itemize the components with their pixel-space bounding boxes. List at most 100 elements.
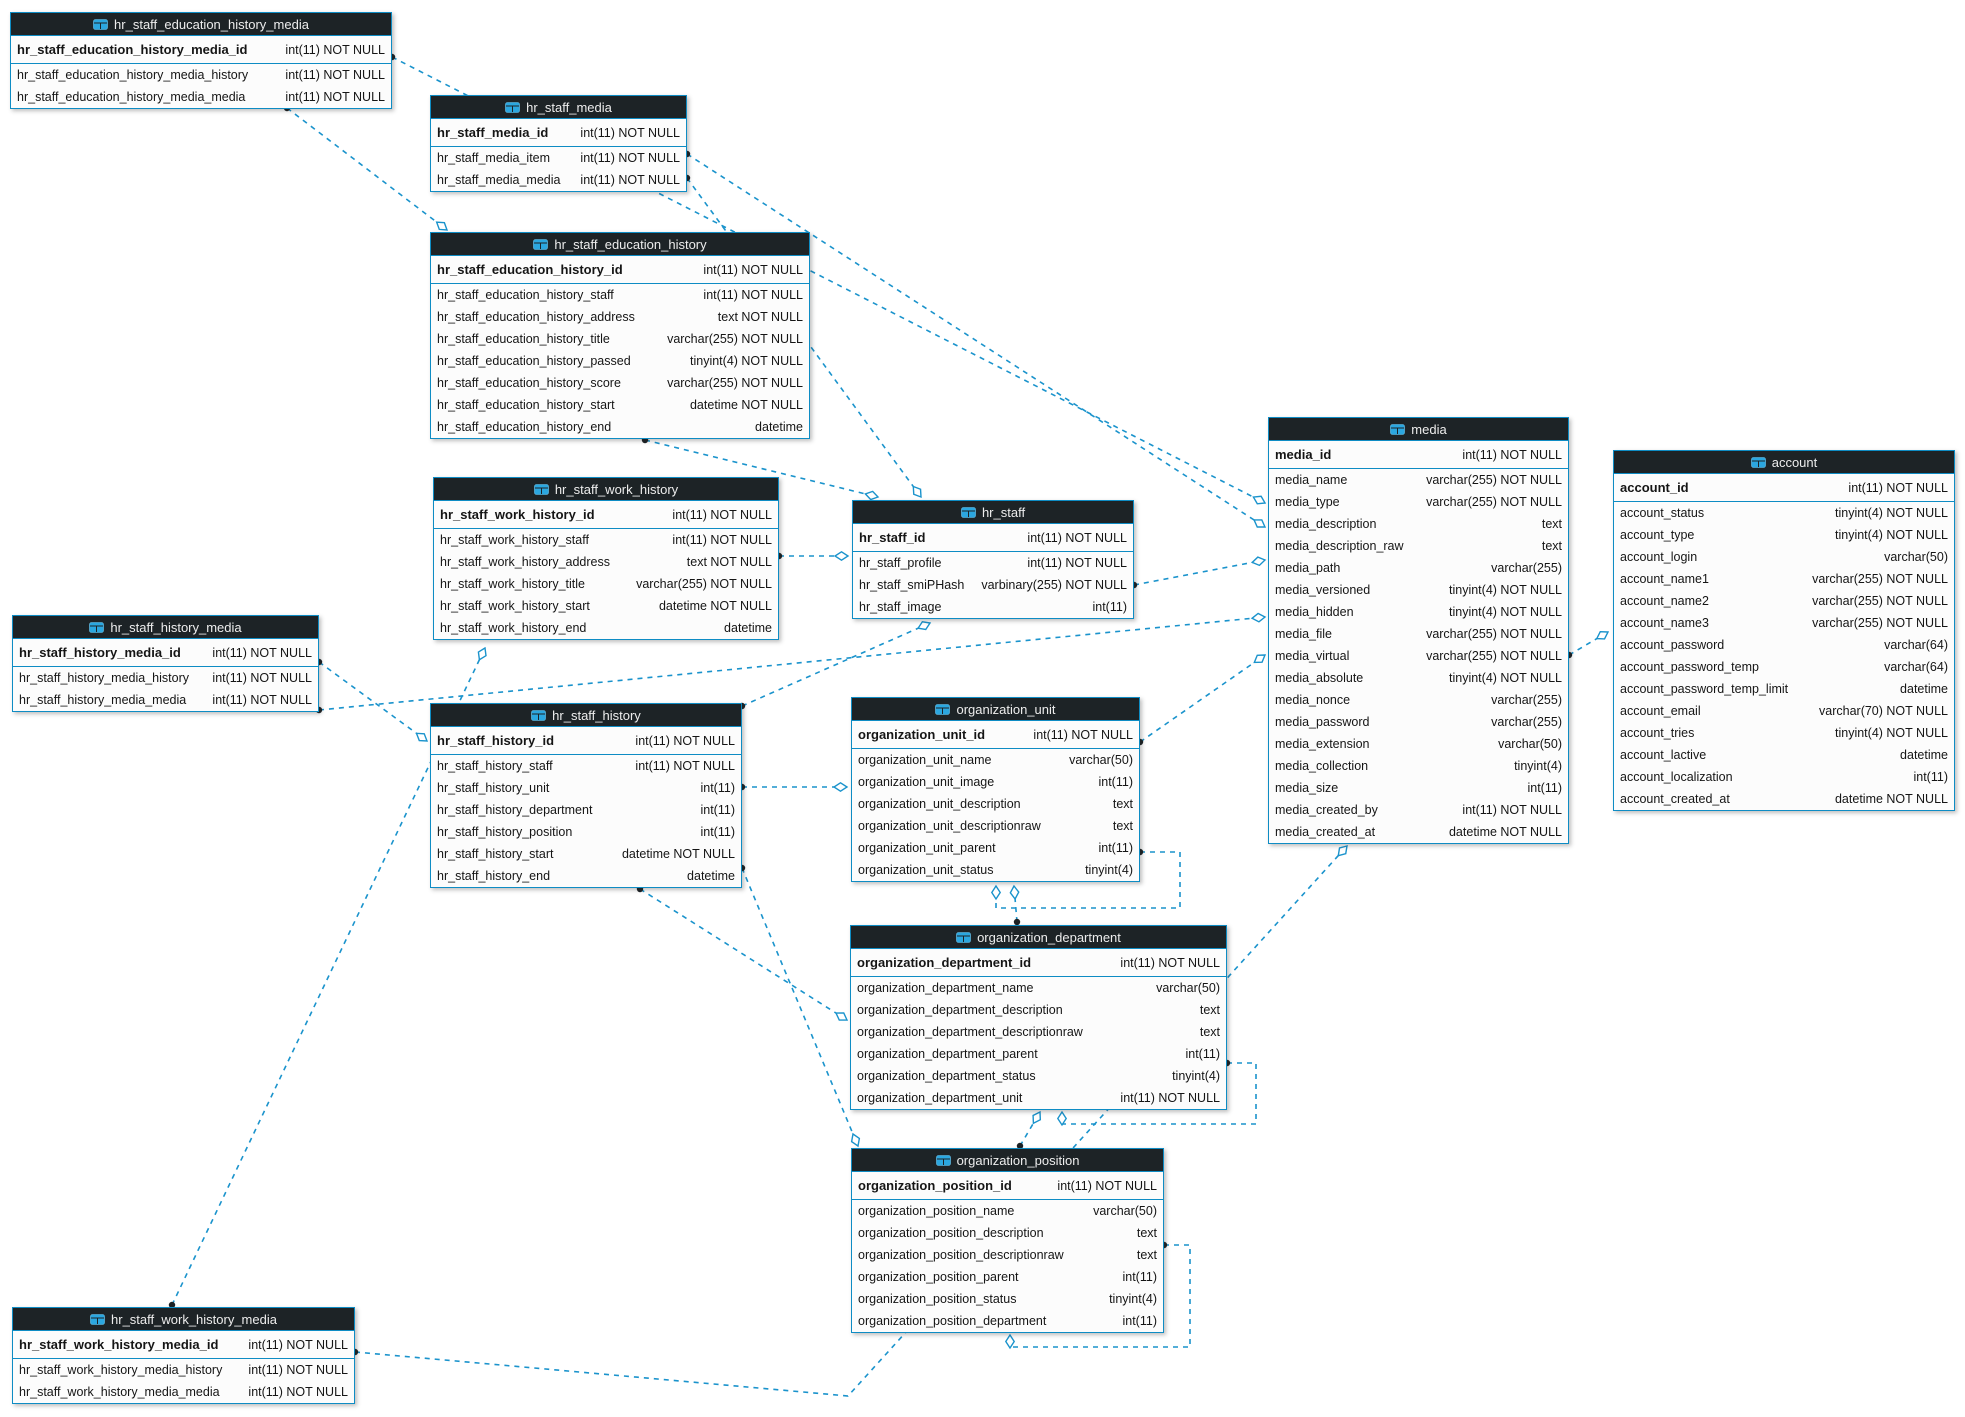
table-header[interactable]: hr_staff_media [431,96,686,119]
relationship-line[interactable] [1130,556,1267,589]
relationship-line[interactable] [1565,628,1610,659]
table-header[interactable]: organization_position [852,1149,1163,1172]
table-header[interactable]: hr_staff_education_history_media [11,13,391,36]
relationship-line[interactable] [168,646,489,1309]
table-header[interactable]: account [1614,451,1954,474]
relationship-line[interactable] [738,864,862,1148]
relationship-line[interactable] [1009,884,1021,926]
table-header[interactable]: hr_staff_education_history [431,233,809,256]
relationship-line[interactable] [1056,1059,1257,1127]
relationship-line[interactable] [315,612,1267,714]
table-header[interactable]: hr_staff_work_history_media [13,1308,354,1331]
table-header[interactable]: organization_department [851,926,1226,949]
table-header[interactable]: media [1269,418,1568,441]
table-header[interactable]: hr_staff [853,501,1133,524]
relationship-line[interactable] [775,550,850,562]
relationship-line[interactable] [1016,1110,1044,1150]
relationship-line[interactable] [1136,652,1268,746]
table-header[interactable]: organization_unit [852,698,1139,721]
relationship-line[interactable] [283,104,450,234]
relationship-line[interactable] [738,781,849,793]
